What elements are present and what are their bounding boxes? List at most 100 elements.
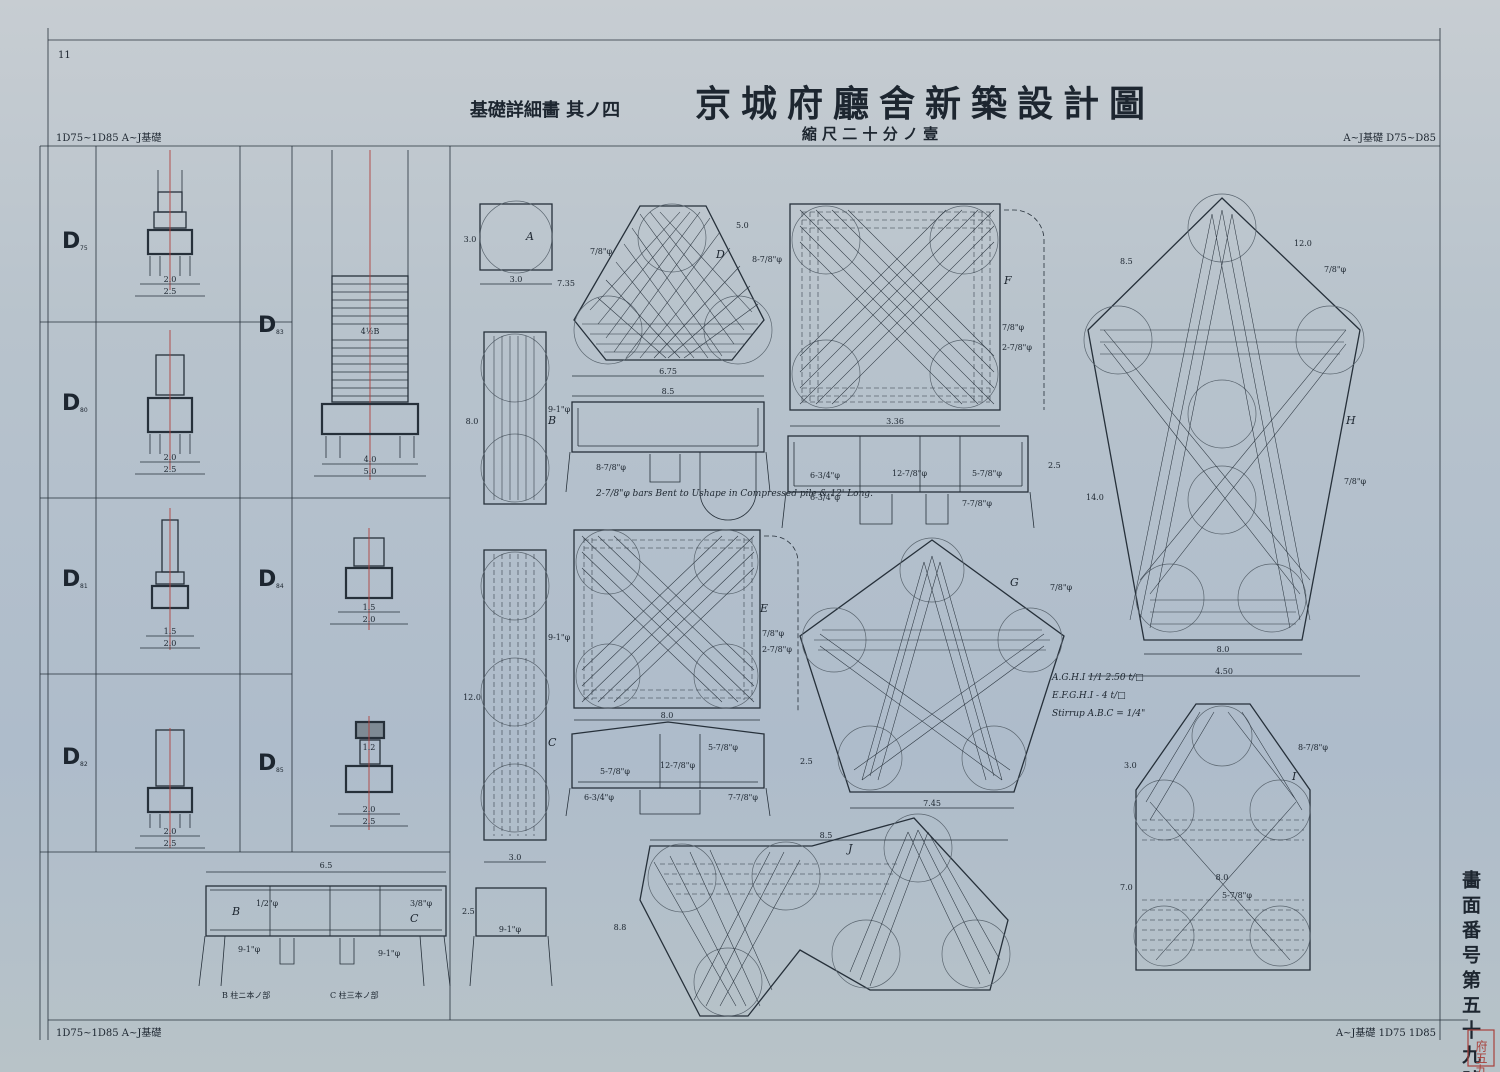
footing-e-dim: 8.0 xyxy=(661,711,674,720)
footing-g-mesh xyxy=(814,555,1050,781)
footing-h-rebar: 7/8"φ xyxy=(1324,265,1347,274)
footing-h-mesh xyxy=(1100,209,1347,629)
section-bc: 6.5 B C 1/2"φ 3/8"φ 9-1"φ 9-1"φ B 柱ニ本ノ部 … xyxy=(198,861,553,1000)
footing-c-bars xyxy=(493,554,535,836)
section-bc-rebar-3: 9-1"φ xyxy=(238,945,261,954)
pier-d85-id: D xyxy=(258,751,276,776)
section-e-rebar-3: 5-7/8"φ xyxy=(708,743,738,752)
pier-d85-sub: 85 xyxy=(276,767,284,774)
footing-f: F 7/8"φ 2-7/8"φ 3.36 xyxy=(789,203,1045,427)
pier-d75: D 75 2.0 2.5 xyxy=(62,150,205,297)
footing-j-mesh xyxy=(653,829,1001,1007)
section-f: 6-3/4"φ 12-7/8"φ 5-7/8"φ 7-7/8"φ 6-3/4"φ… xyxy=(781,435,1061,529)
drawing-title: 京城府廳舍新築設計圖 xyxy=(695,83,1155,125)
pier-d83-dim-1: 4.0 xyxy=(364,455,377,464)
footing-f-dim: 3.36 xyxy=(886,417,904,426)
footing-b-bars xyxy=(493,336,535,500)
pier-d83: D 83 4½B 4.0 5.0 xyxy=(258,150,426,480)
pier-d83-dim-2: 5.0 xyxy=(364,467,377,476)
legend-note-2: E.F.G.H.I - 4 t/□ xyxy=(1051,691,1126,701)
pier-d83-id: D xyxy=(258,313,276,338)
footing-b-label: B xyxy=(547,414,556,427)
footing-g-rebar: 7/8"φ xyxy=(1050,583,1073,592)
sheet-border xyxy=(39,28,1468,1040)
pier-d84-id: D xyxy=(258,567,276,592)
footing-c-dim: 12.0 xyxy=(463,693,481,702)
pier-d75-sub: 75 xyxy=(80,245,88,252)
section-f-rebar-2: 12-7/8"φ xyxy=(892,469,927,478)
footing-d-label: D xyxy=(715,248,725,261)
footing-i: I 8-7/8"φ 5-7/8"φ 3.0 7.0 8.0 xyxy=(1120,703,1328,971)
footing-b-rebar: 9-1"φ xyxy=(548,405,571,414)
footing-j: J 8.5 8.8 xyxy=(614,813,1011,1017)
footing-a-label: A xyxy=(525,230,534,243)
bent-bars-note: 2-7/8"φ bars Bent to Ushape in Compresse… xyxy=(595,489,873,499)
section-b-rebar-1: 8-7/8"φ xyxy=(596,463,626,472)
section-e-rebar-2: 12-7/8"φ xyxy=(660,761,695,770)
footing-f-mesh xyxy=(799,209,995,405)
footing-e-rebar-2: 2-7/8"φ xyxy=(762,645,792,654)
footing-e-rebar: 7/8"φ xyxy=(762,629,785,638)
footing-d: D 8-7/8"φ 7/8"φ 7.35 5.0 xyxy=(557,203,782,365)
pier-d81: D 81 1.5 2.0 xyxy=(62,508,200,650)
pier-d80-dim-2: 2.5 xyxy=(164,465,177,474)
footing-e-height: 2.5 xyxy=(800,757,813,766)
section-bc-side-rebar: 9-1"φ xyxy=(499,925,522,934)
footing-a-dim-w: 3.0 xyxy=(510,275,523,284)
pier-d80: D 80 2.0 2.5 xyxy=(62,330,205,475)
section-bc-rebar-1: 1/2"φ xyxy=(256,899,279,908)
footing-i-rebar-2: 5-7/8"φ xyxy=(1222,891,1252,900)
pier-d75-dim-1: 2.0 xyxy=(164,275,177,284)
footing-c: C 9-1"φ 12.0 3.0 xyxy=(463,549,571,863)
footing-f-rebar-2: 2-7/8"φ xyxy=(1002,343,1032,352)
corner-label-top-left: 1D75~1D85 A~J基礎 xyxy=(56,131,161,144)
pier-d75-id: D xyxy=(62,229,80,254)
footing-a-dim-h: 3.0 xyxy=(464,235,477,244)
footing-g-label: G xyxy=(1010,576,1019,589)
footing-h: H 7/8"φ 7/8"φ 12.0 8.5 14.0 8.0 4.50 xyxy=(1083,193,1367,677)
sheet-number-text: 畵面番号第五十九號 xyxy=(1459,869,1482,1072)
pier-d84: D 84 1.5 2.0 xyxy=(258,528,408,630)
footing-h-label: H xyxy=(1345,414,1356,427)
footing-i-dim-3: 8.0 xyxy=(1216,873,1229,882)
pier-d81-sub: 81 xyxy=(80,583,88,590)
section-e-rebar-1: 5-7/8"φ xyxy=(600,767,630,776)
pier-d81-id: D xyxy=(62,567,80,592)
pier-d80-id: D xyxy=(62,391,80,416)
footing-e: E 7/8"φ 2-7/8"φ 8.0 xyxy=(573,529,799,721)
footing-g: G 7/8"φ 7.45 xyxy=(799,537,1073,809)
footing-c-rebar: 9-1"φ xyxy=(548,633,571,642)
pier-d85-dim-2: 2.5 xyxy=(363,817,376,826)
drawing-subtitle: 基礎詳細畵 其ノ四 xyxy=(469,99,620,121)
footing-b: B 9-1"φ 8.0 xyxy=(466,331,571,505)
pier-d80-dim-1: 2.0 xyxy=(164,453,177,462)
section-f-rebar-1: 6-3/4"φ xyxy=(810,471,840,480)
footing-j-label: J xyxy=(846,842,853,855)
footing-d-mesh xyxy=(582,211,759,359)
footing-f-label: F xyxy=(1003,274,1012,287)
footing-f-height: 2.5 xyxy=(1048,461,1061,470)
pier-d82-id: D xyxy=(62,745,80,770)
footing-d-rebar-2: 7/8"φ xyxy=(590,247,613,256)
pier-d84-sub: 84 xyxy=(276,583,284,590)
legend-note-3: Stirrup A.B.C = 1/4" xyxy=(1052,709,1145,719)
footing-h-dim-4: 8.0 xyxy=(1217,645,1230,654)
legend-note-1: A.G.H.I 1/1 2.50 t/□ xyxy=(1051,673,1144,683)
footing-d-side: 7.35 xyxy=(557,279,575,288)
footing-d-rebar: 8-7/8"φ xyxy=(752,255,782,264)
legend-notes: A.G.H.I 1/1 2.50 t/□ E.F.G.H.I - 4 t/□ S… xyxy=(1051,673,1145,719)
pier-d85: D 85 1.2 2.0 2.5 xyxy=(258,716,408,830)
section-c-label: C xyxy=(410,912,419,925)
pier-d85-note: 1.2 xyxy=(363,743,376,752)
footing-h-dim-3: 14.0 xyxy=(1086,493,1104,502)
footing-i-label: I xyxy=(1291,770,1297,783)
footing-c-label: C xyxy=(548,736,557,749)
sheet-number-block: 畵面番号第五十九號 府五九 xyxy=(1459,869,1495,1072)
section-bc-rebar-4: 9-1"φ xyxy=(378,949,401,958)
header: 11 基礎詳細畵 其ノ四 京城府廳舍新築設計圖 縮 尺 二 十 分 ノ 壹 1D… xyxy=(56,50,1436,1039)
pier-d81-dim-2: 2.0 xyxy=(164,639,177,648)
section-b-label: B xyxy=(231,905,240,918)
section-f-rebar-5: 6-3/4"φ xyxy=(810,493,840,502)
pier-d81-dim-1: 1.5 xyxy=(164,627,177,636)
